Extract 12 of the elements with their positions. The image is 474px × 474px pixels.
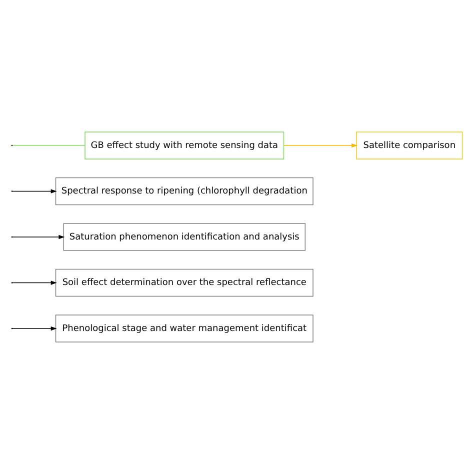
node-box: Soil effect determination over the spectral reflectance: [55, 268, 314, 297]
node-box: Phenological stage and water management identificat: [55, 314, 314, 342]
node-box: Spectral response to ripening (chlorophyll degradation: [55, 177, 314, 206]
node-box: GB effect study with remote sensing data: [84, 132, 284, 160]
node-box: Satellite comparison: [356, 132, 463, 160]
arrow: [12, 234, 65, 240]
node-box: Saturation phenomenon identification and analysis: [63, 223, 306, 251]
connector: [12, 145, 86, 146]
arrow: [283, 143, 358, 148]
arrow: [12, 280, 57, 285]
arrow: [12, 189, 57, 194]
arrow: [12, 326, 57, 331]
